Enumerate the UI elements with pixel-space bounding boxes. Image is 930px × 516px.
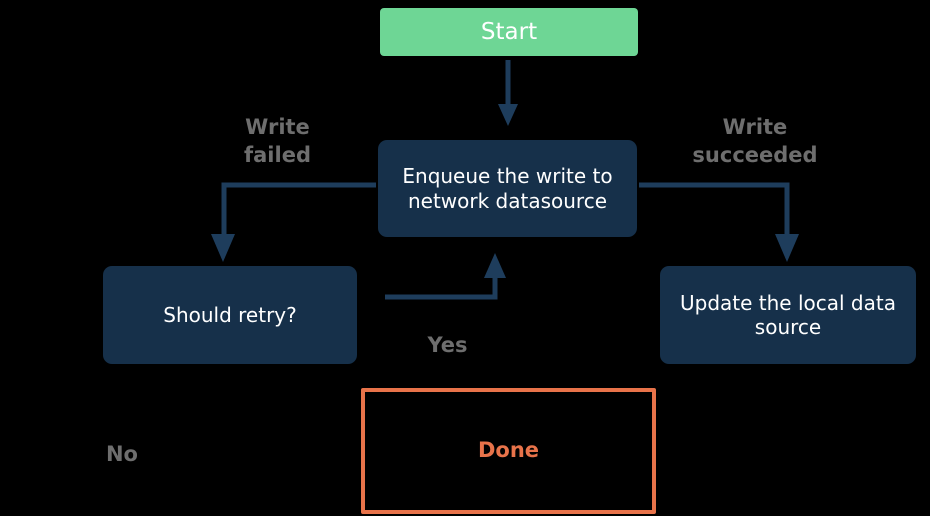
edge-label-no: No	[105, 442, 138, 466]
edge-label-write-succeeded: Write succeeded	[692, 115, 818, 167]
edge-enqueue-to-should-retry	[211, 182, 376, 262]
node-should-retry[interactable]: Should retry?	[103, 266, 357, 364]
edge-start-to-enqueue	[498, 60, 518, 126]
edge-should-retry-yes-to-enqueue	[385, 253, 506, 300]
edge-label-yes: Yes	[427, 333, 468, 357]
node-done[interactable]: Done	[361, 388, 656, 514]
edge-label-write-failed: Write failed	[244, 115, 311, 167]
node-start[interactable]: Start	[380, 8, 638, 56]
node-update-local-data-source[interactable]: Update the local data source	[660, 266, 916, 364]
node-enqueue-write[interactable]: Enqueue the write to network datasource	[378, 140, 637, 237]
edge-enqueue-to-update-local	[639, 182, 799, 262]
